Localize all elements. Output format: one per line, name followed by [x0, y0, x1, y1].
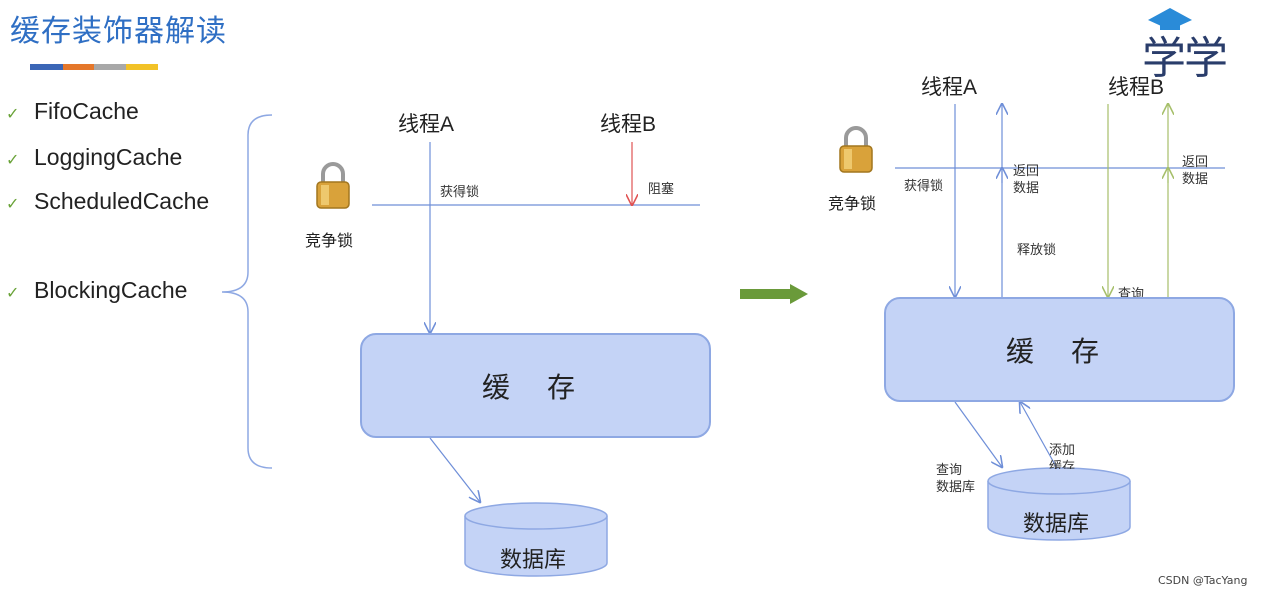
- cache-box: 缓 存: [884, 297, 1235, 402]
- thread-a-label: 线程A: [398, 113, 455, 136]
- thread-b-label: 线程B: [600, 113, 657, 136]
- list-item: ✓ScheduledCache: [6, 188, 210, 214]
- database-cylinder-left: [464, 502, 608, 577]
- logo-text: 学学: [1142, 33, 1228, 84]
- thread-b-label: 线程B: [1108, 76, 1165, 99]
- database-label: 数据库: [500, 548, 567, 573]
- title-stripe-3: [94, 64, 126, 70]
- title-stripe-2: [63, 64, 94, 70]
- cache-label: 缓 存: [1006, 334, 1113, 368]
- release-lock-label: 释放锁: [1017, 243, 1057, 258]
- blocked-label: 阻塞: [648, 182, 675, 197]
- compete-lock-label: 竞争锁: [305, 231, 354, 250]
- acquire-lock-label: 获得锁: [440, 185, 480, 200]
- title-stripe-4: [126, 64, 158, 70]
- cache-box: 缓 存: [360, 333, 711, 438]
- lock-icon: [313, 160, 353, 216]
- cache-label: 缓 存: [482, 370, 589, 404]
- list-item: ✓FifoCache: [6, 98, 139, 124]
- add-cache-label: 添加 缓存: [1049, 443, 1076, 469]
- list-item: ✓LoggingCache: [6, 144, 183, 170]
- logo: 学学: [1140, 2, 1240, 84]
- list-item: ✓BlockingCache: [6, 277, 188, 303]
- check-icon: ✓: [6, 196, 20, 213]
- thread-a-label: 线程A: [921, 76, 978, 99]
- return-data-label: 返回 数据: [1013, 164, 1040, 196]
- check-icon: ✓: [6, 285, 20, 302]
- lock-icon: [836, 124, 876, 180]
- database-cylinder-right: [987, 467, 1131, 541]
- page-title: 缓存装饰器解读: [10, 14, 227, 49]
- check-icon: ✓: [6, 152, 20, 169]
- graduation-cap-icon: [1148, 8, 1192, 30]
- check-icon: ✓: [6, 106, 20, 123]
- database-label: 数据库: [1023, 512, 1090, 537]
- curly-brace: [221, 114, 273, 469]
- query-db-label: 查询 数据库: [936, 463, 976, 495]
- title-stripe-1: [30, 64, 63, 70]
- watermark: CSDN @TacYang: [1158, 574, 1248, 587]
- acquire-lock-label: 获得锁: [904, 179, 944, 194]
- return-data-label: 返回 数据: [1182, 155, 1209, 187]
- transition-arrow: [740, 289, 792, 299]
- compete-lock-label: 竞争锁: [828, 194, 877, 213]
